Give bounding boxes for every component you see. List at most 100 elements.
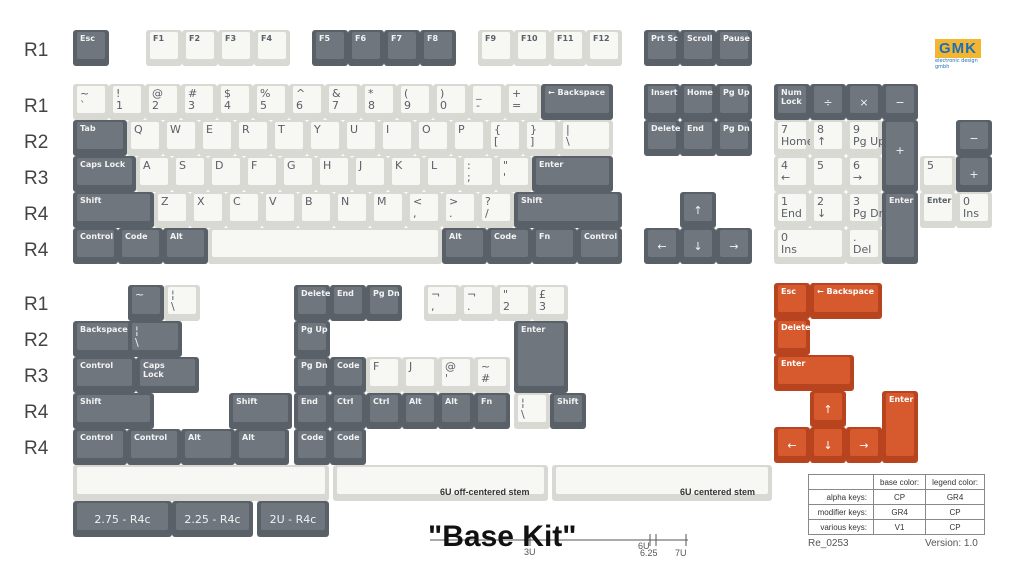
keycap-top (518, 323, 564, 386)
keycap: C (226, 192, 262, 228)
keycap-legend: Enter (539, 160, 564, 169)
keycap: Control (73, 429, 127, 465)
keycap: 2.75 - R4c (73, 501, 172, 537)
keycap-top (446, 230, 483, 257)
keycap-top (149, 86, 177, 113)
keycap-legend: % 5 (260, 87, 271, 112)
keycap-legend: ¦ \ (521, 396, 525, 421)
keycap: { [ (487, 120, 523, 156)
keycap: Alt (163, 228, 208, 264)
keycap-top (850, 429, 878, 456)
keycap-legend: S (179, 159, 186, 172)
keycap-legend: Control (80, 232, 114, 241)
keycap-legend: F (373, 360, 380, 373)
keycap-top (814, 86, 842, 113)
keycap-legend: ! 1 (116, 87, 123, 112)
keycap: Code (118, 228, 163, 264)
keycap-legend: Control (584, 232, 618, 241)
keycap-legend: Ctrl (373, 397, 390, 406)
keycap-top (648, 230, 676, 257)
keycap: Pg Up (294, 321, 330, 357)
keycap-legend: 5 (927, 159, 934, 172)
keycap-top (684, 122, 712, 149)
keycap-legend: F12 (593, 34, 610, 43)
keycap-legend: Backspace (80, 325, 128, 334)
keycap-top (167, 122, 195, 149)
keycap: Shift (550, 393, 586, 429)
keycap: F1 (146, 30, 182, 66)
keycap-legend: Shift (80, 196, 102, 205)
keycap-legend: F11 (557, 34, 574, 43)
keycap-legend: ← Backspace (817, 287, 875, 296)
keycap: Delete (294, 285, 330, 321)
keycap: " ' (496, 156, 532, 192)
keycap: Pg Dn (716, 120, 752, 156)
keycap-legend: > . (449, 195, 459, 220)
keycap: 3 Pg Dn (846, 192, 886, 228)
keycap: Z (154, 192, 190, 228)
keycap-top (150, 32, 178, 59)
keycap-legend: P (458, 123, 465, 136)
keycap-legend: " ' (503, 159, 509, 184)
keycap-legend: Enter (781, 359, 806, 368)
keycap-top (365, 86, 393, 113)
scale-label: 6U (638, 541, 650, 551)
keycap-legend: F3 (225, 34, 237, 43)
keycap-top (814, 393, 842, 420)
keycap: Enter (882, 391, 918, 463)
keycap-legend: G (287, 159, 296, 172)
keycap-top (298, 431, 326, 458)
keycap: + (956, 156, 992, 192)
spacebar-6u (73, 465, 329, 501)
keycap-legend: Control (134, 433, 168, 442)
keycap-legend: ← Backspace (548, 88, 606, 97)
keycap-top (77, 431, 123, 458)
keycap: ← Backspace (541, 84, 613, 120)
keycap-legend: Code (301, 433, 324, 442)
keycap-top (482, 194, 510, 221)
keycap: 5 (920, 156, 956, 192)
keycap-legend: M (377, 195, 387, 208)
keycap: Control (73, 357, 136, 393)
keycap-top (298, 323, 326, 350)
row-label: R2 (24, 330, 49, 351)
unit-scale: 3U 6U 6.25 7U (430, 534, 688, 556)
keycap-legend: Pg Dn (373, 289, 400, 298)
keycap-top (77, 503, 168, 530)
keycap: Shift (73, 192, 154, 228)
logo-subtitle: electronic design gmbh (935, 58, 978, 70)
keycap-top (442, 359, 470, 386)
keycap-top (77, 467, 325, 494)
keycap-top (648, 32, 676, 59)
keycap-legend: × (859, 95, 869, 109)
legend-cell: various keys: (808, 519, 874, 535)
keycap: Delete (644, 120, 680, 156)
keycap: . Del (846, 228, 882, 264)
keycap: → (846, 427, 882, 463)
keycap-legend: } ] (530, 123, 537, 148)
keycap-legend: " 2 (503, 288, 510, 313)
keycap-top (370, 359, 398, 386)
keycap-legend: N (341, 195, 350, 208)
keycap-top (266, 194, 294, 221)
keycap: Control (73, 228, 118, 264)
keycap-top (77, 194, 150, 221)
keycap: J (402, 357, 438, 393)
keycap: Fn (532, 228, 577, 264)
keycap-legend: ~ # (481, 360, 491, 385)
spacebar-label: 6U off-centered stem (440, 487, 530, 497)
keycap-legend: ← (657, 239, 667, 253)
keycap-legend: Code (337, 433, 360, 442)
keycap: Enter (514, 321, 568, 393)
keycap: Insert (644, 84, 680, 120)
keycap-legend: ) 0 (440, 87, 447, 112)
keycap-top (428, 287, 456, 314)
keycap-legend: : ; (467, 159, 471, 184)
legend-cell: GR4 (872, 504, 927, 520)
keycap-legend: F7 (391, 34, 403, 43)
keycap-legend: ← (787, 438, 797, 452)
keycap-legend: ↓ (823, 438, 833, 452)
keycap-top (814, 429, 842, 456)
keycap: 8 ↑ (810, 120, 846, 156)
keycap-legend: 2U - R4c (269, 512, 317, 526)
